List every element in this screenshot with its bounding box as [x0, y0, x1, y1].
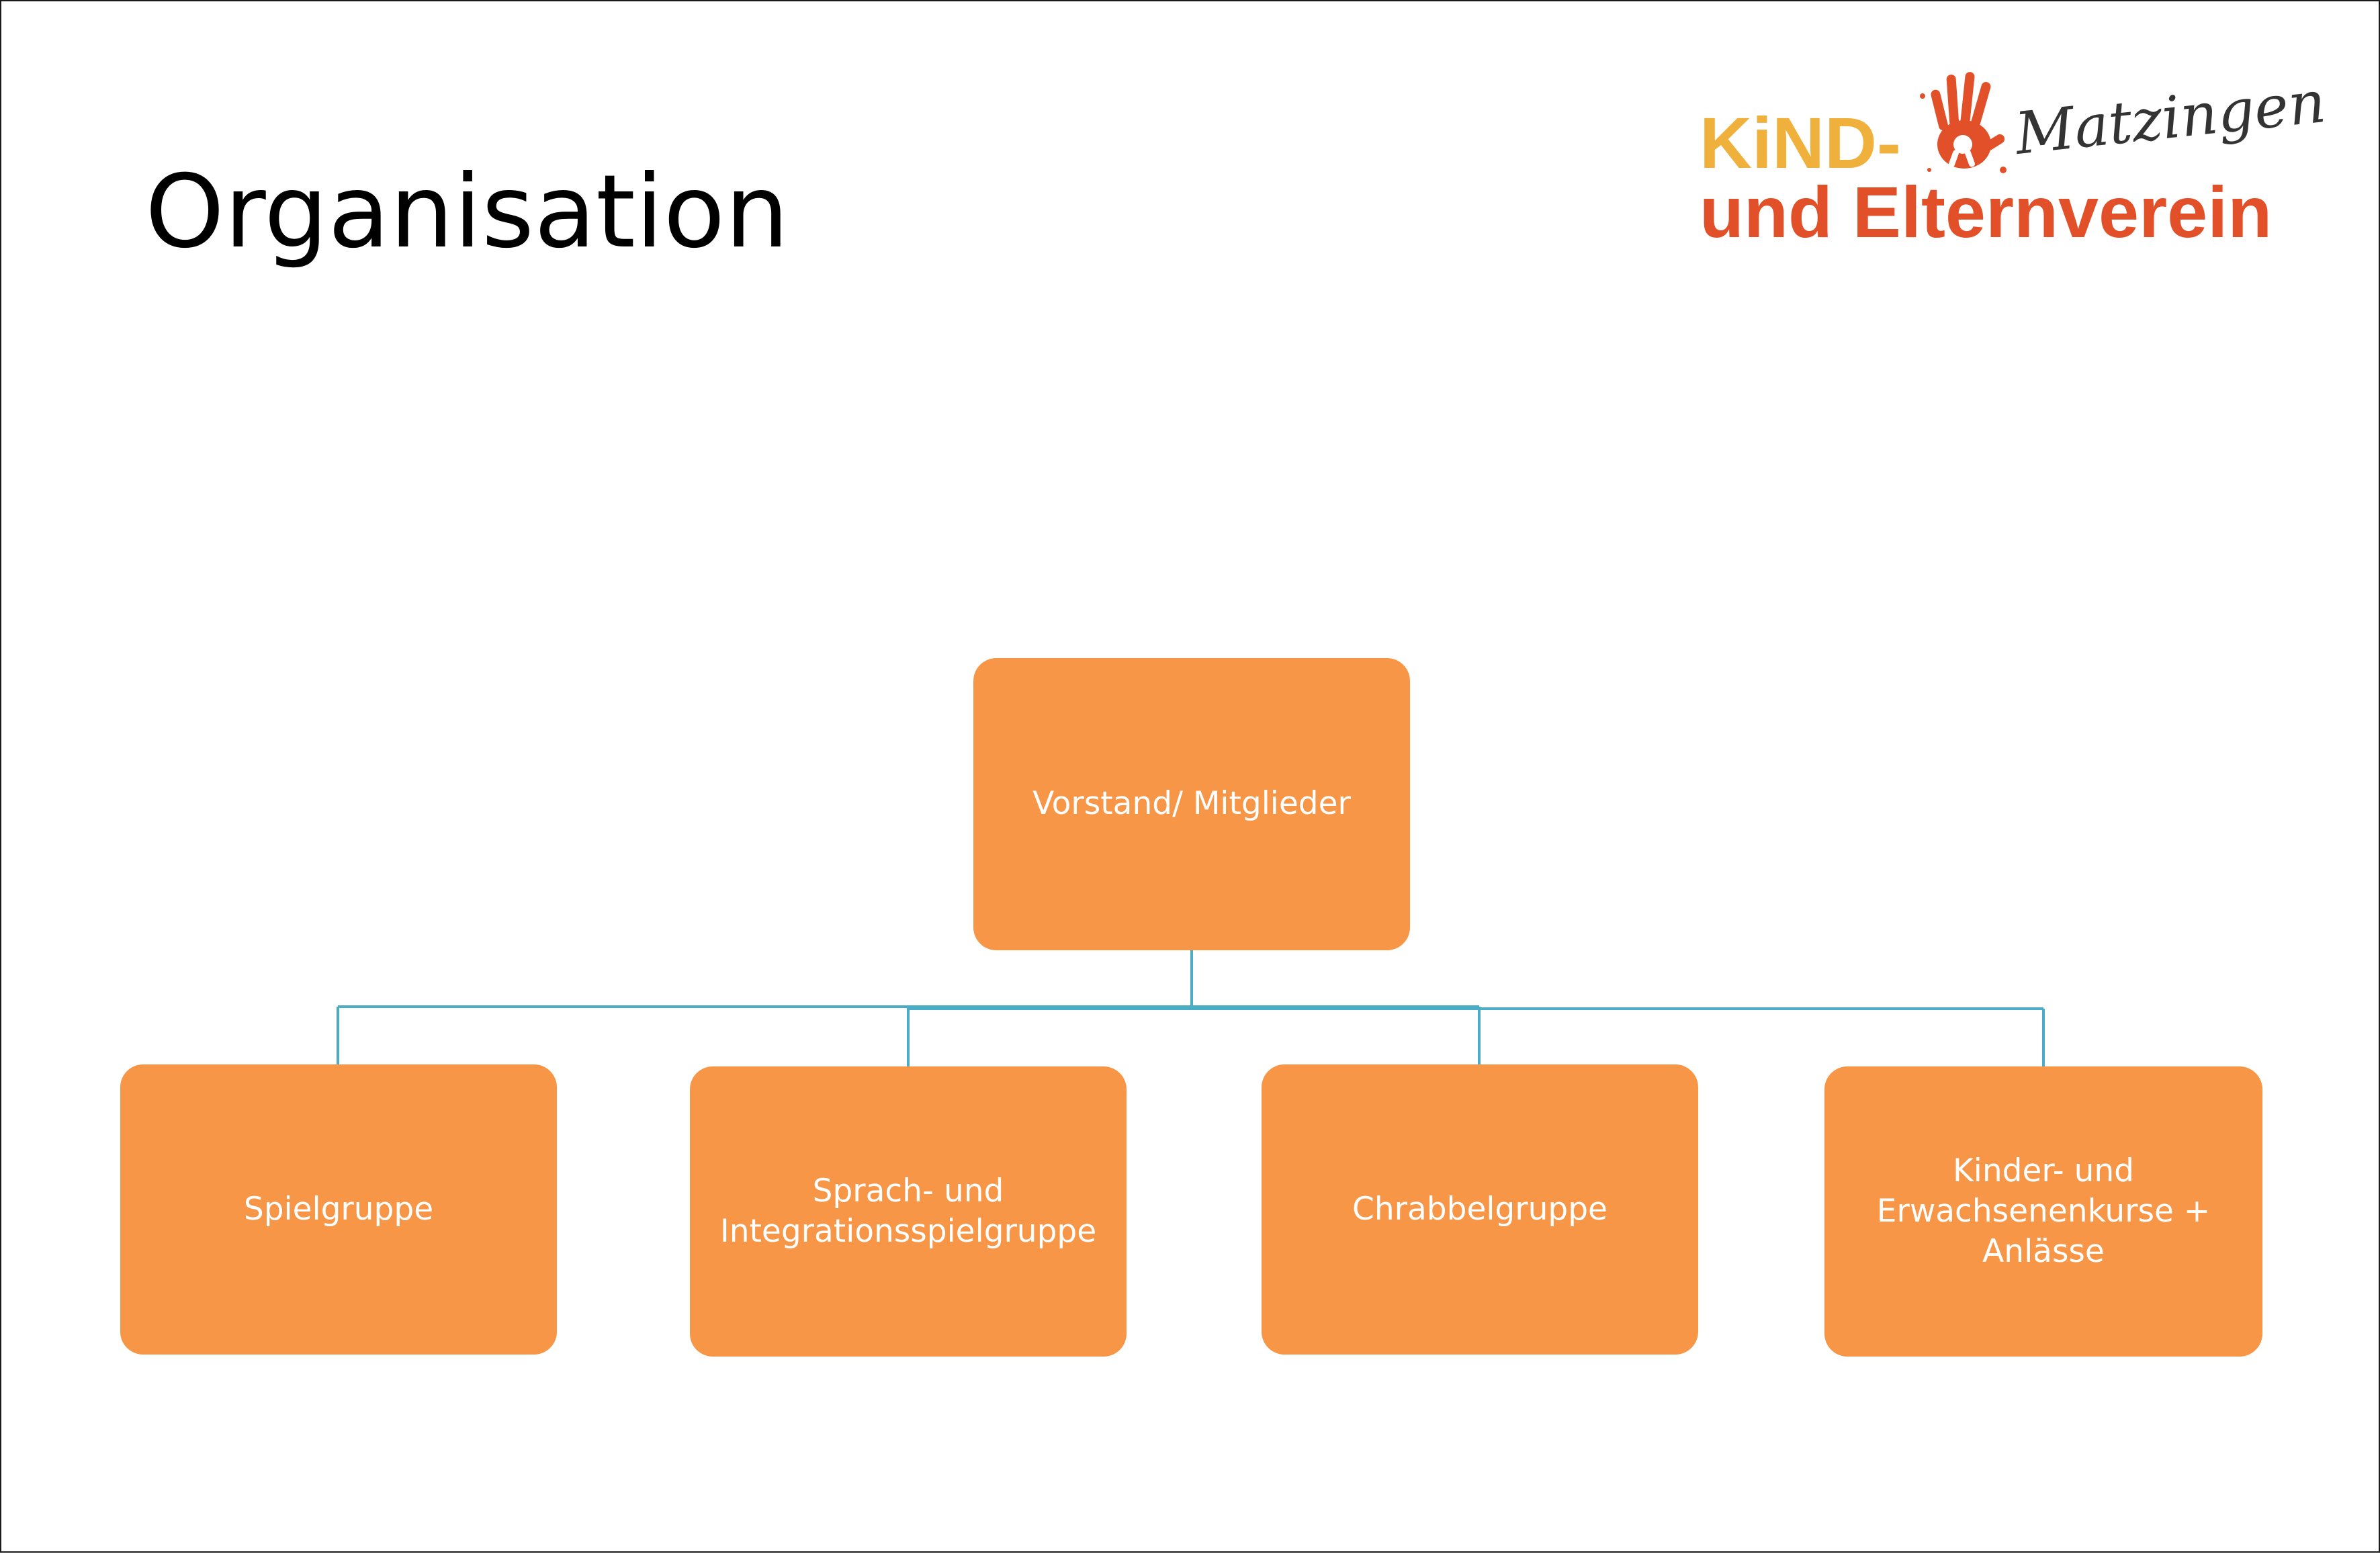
- org-node-spielgruppe-label: Spielgruppe: [243, 1190, 434, 1228]
- org-node-sprachgruppe: Sprach- und Integrationsspielgruppe: [690, 1066, 1127, 1357]
- org-node-sprachgruppe-label: Sprach- und Integrationsspielgruppe: [719, 1172, 1097, 1250]
- org-node-chrabbelgruppe: Chrabbelgruppe: [1262, 1064, 1698, 1355]
- kind-und-elternverein-logo: KiND- Matzingen und Elternverein: [1700, 65, 2329, 253]
- logo-kind-text: KiND-: [1700, 102, 1901, 183]
- slide-title: Organisation: [145, 154, 789, 271]
- handprint-icon: [1920, 72, 2007, 173]
- org-node-vorstand-label: Vorstand/ Mitglieder: [1032, 785, 1351, 823]
- org-node-chrabbelgruppe-label: Chrabbelgruppe: [1352, 1190, 1607, 1228]
- org-node-spielgruppe: Spielgruppe: [120, 1064, 557, 1355]
- org-node-kurse: Kinder- und Erwachsenenkurse + Anlässe: [1824, 1066, 2262, 1357]
- org-node-kurse-label: Kinder- und Erwachsenenkurse + Anlässe: [1876, 1152, 2211, 1271]
- org-node-vorstand: Vorstand/ Mitglieder: [973, 658, 1410, 950]
- logo-elternverein-text: und Elternverein: [1700, 171, 2273, 253]
